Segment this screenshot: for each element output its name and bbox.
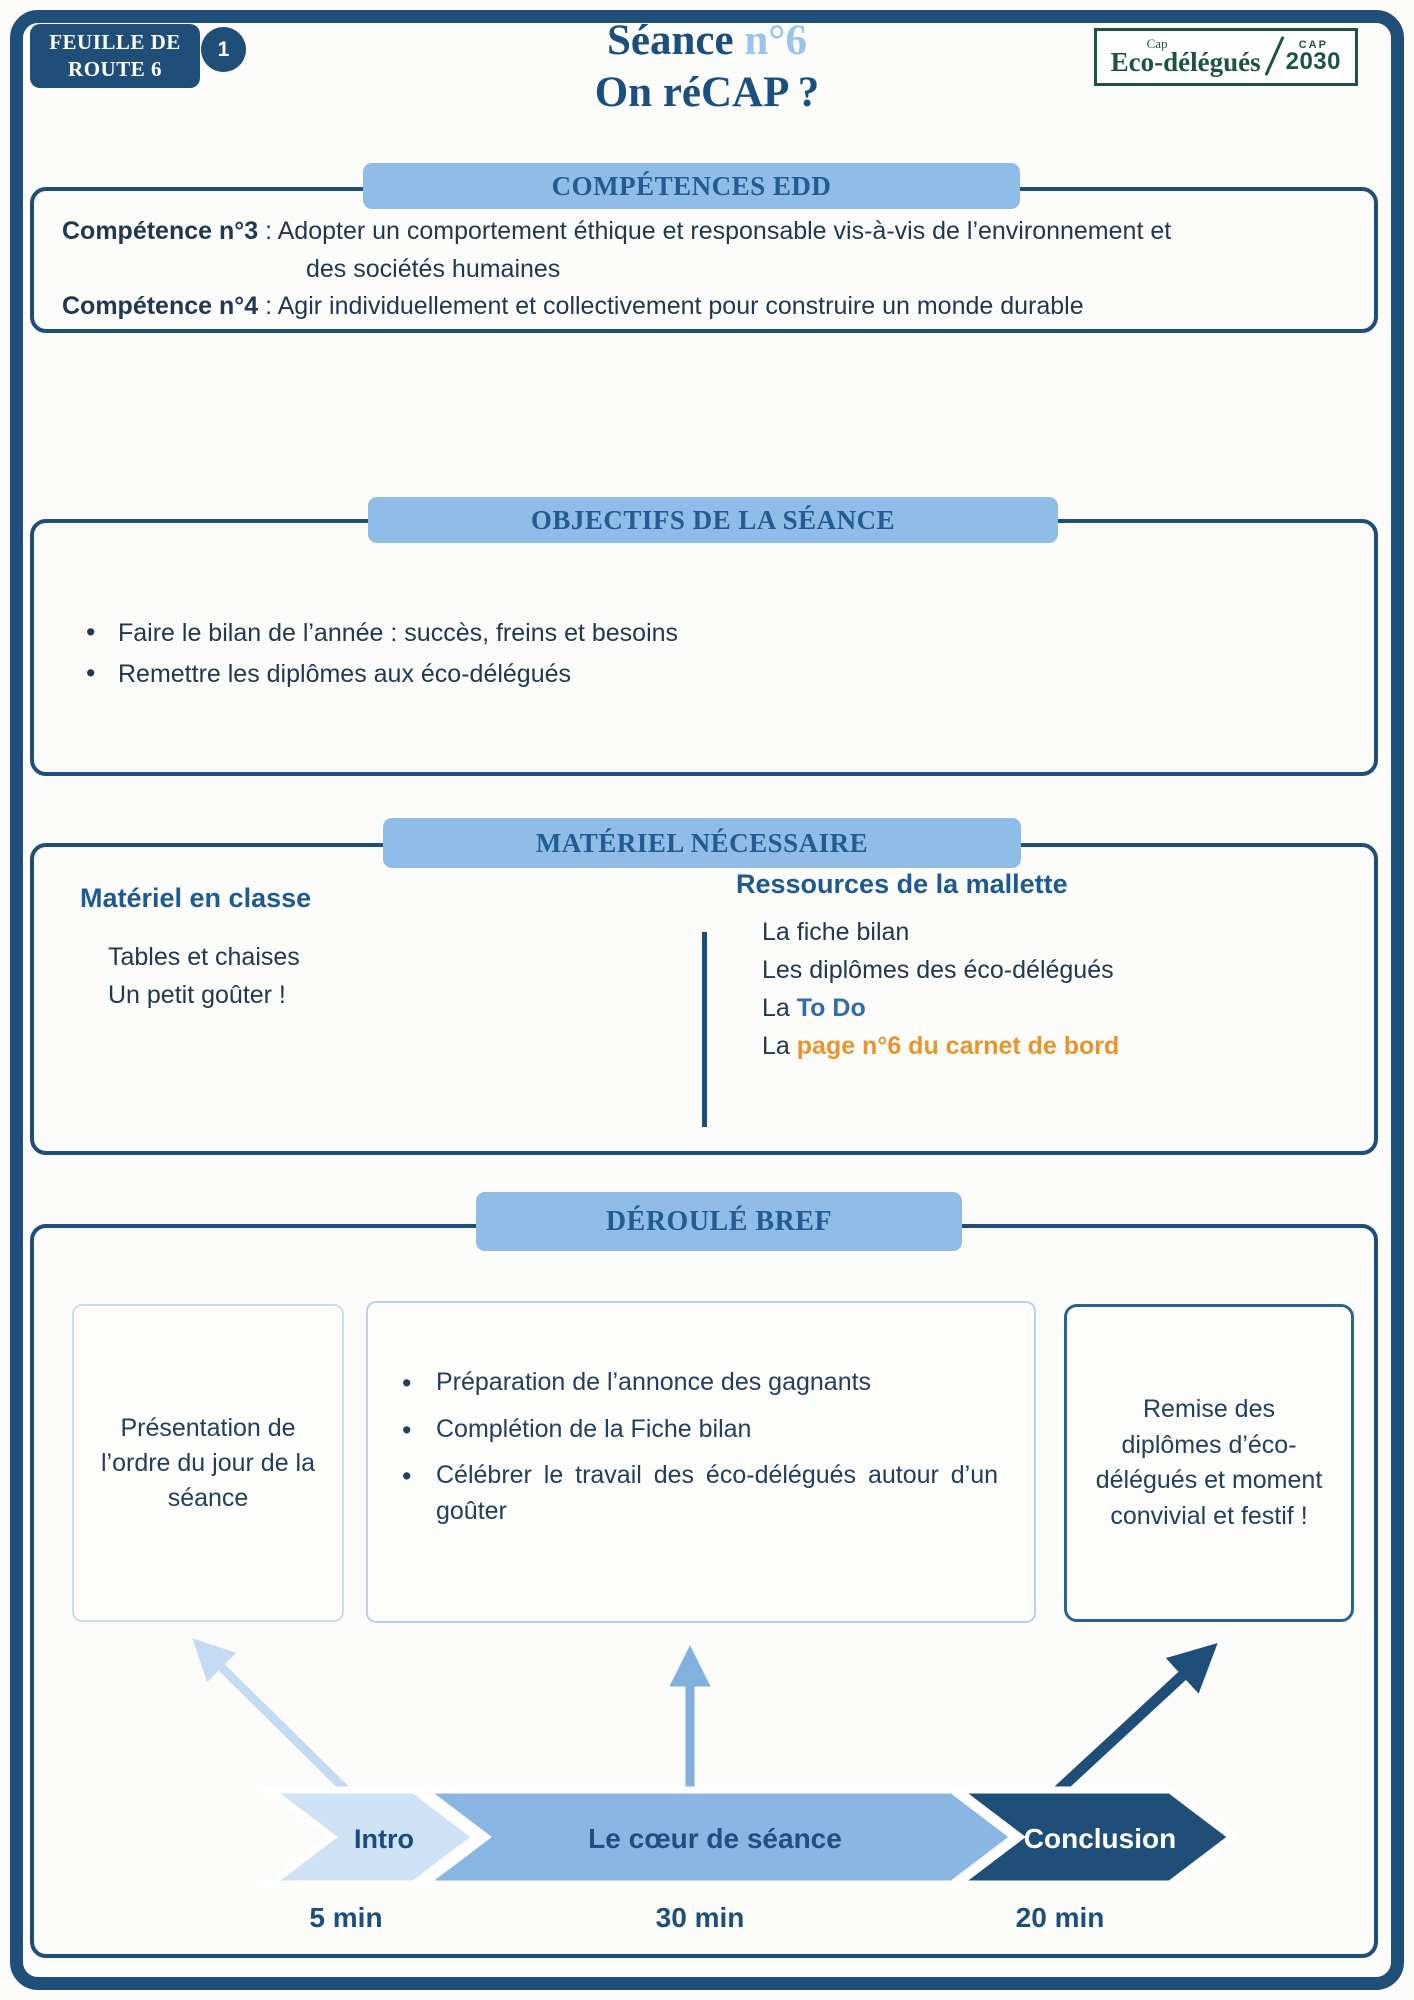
mallette-item-text: Les diplômes des éco-délégués [762,956,1114,984]
mallette-title: Ressources de la mallette [736,869,1068,899]
mallette-item-prefix: La [762,994,797,1022]
mallette-item-highlight-todo: To Do [796,994,866,1022]
materiel-classe-title: Matériel en classe [80,883,312,913]
materiel-classe-item: Tables et chaises [108,943,300,971]
section-header-competences: COMPÉTENCES EDD [363,163,1020,209]
cap-eco-delegues-logo: Cap Eco-délégués CAP 2030 [1093,28,1358,86]
page-title-line1: Séance n°6 [0,16,1414,65]
competence-3-separator: : [258,217,278,245]
deroule-step-intro-box: Présentation de l’ordre du jour de la sé… [72,1304,344,1622]
roadmap-badge: FEUILLE DE ROUTE 6 [30,24,200,88]
logo-cap2030-top: CAP [1298,38,1328,51]
logo-slash-divider [1264,36,1285,76]
title-session-number: n°6 [744,17,807,64]
competences-content: Compétence n°3 : Adopter un comportement… [34,191,1374,326]
timeline-duration-conclusion: 20 min [1015,1902,1105,1933]
mallette-item-highlight-carnet: page n°6 du carnet de bord [796,1032,1120,1060]
deroule-step-conclusion-box: Remise des diplômes d’éco-délégués et mo… [1064,1304,1354,1622]
materiel-column-divider [702,932,707,1127]
page-subtitle: On réCAP ? [594,69,820,116]
competence-3-text-line2: des sociétés humaines [306,254,561,283]
competence-4-separator: : [258,292,278,320]
deroule-coeur-list: Préparation de l’annonce des gagnants Co… [396,1364,998,1529]
deroule-coeur-item: Célébrer le travail des éco-délégués aut… [396,1457,998,1529]
title-prefix: Séance [607,17,745,64]
competence-4-label: Compétence n°4 [62,292,259,320]
page-title: Séance n°6 On réCAP ? [0,16,1414,117]
materiel-classe-items: Tables et chaises Un petit goûter ! [108,939,300,1014]
deroule-coeur-item: Préparation de l’annonce des gagnants [396,1364,998,1402]
mallette-item: La page n°6 du carnet de bord [762,1027,1119,1065]
mallette-item: Les diplômes des éco-délégués [762,951,1119,989]
competence-3-line: Compétence n°3 : Adopter un comportement… [62,213,1350,251]
competence-4-text: Agir individuellement et collectivement … [277,292,1084,320]
objectif-item: Faire le bilan de l’année : succès, frei… [78,617,1374,648]
deroule-step-coeur-box: Préparation de l’annonce des gagnants Co… [366,1301,1036,1623]
section-header-materiel: MATÉRIEL NÉCESSAIRE [383,818,1021,868]
competence-3-text: Adopter un comportement éthique et respo… [277,217,1172,245]
materiel-panel: Matériel en classe Tables et chaises Un … [30,843,1378,1155]
objectifs-list: Faire le bilan de l’année : succès, frei… [78,617,1374,689]
logo-name-text: Eco-délégués [1110,47,1261,77]
logo-left-block: Cap Eco-délégués [1111,36,1261,76]
deroule-panel: Présentation de l’ordre du jour de la sé… [30,1224,1378,1958]
logo-cap-text: Cap [1146,36,1168,51]
materiel-classe-item: Un petit goûter ! [108,980,286,1009]
timeline-duration-coeur: 30 min [655,1902,745,1933]
timeline-duration-intro: 5 min [309,1902,383,1933]
mallette-item-prefix: La [762,1032,797,1060]
logo-cap2030-year: 2030 [1285,47,1341,75]
objectif-item: Remettre les diplômes aux éco-délégués [78,658,1374,689]
roadmap-badge-line1: FEUILLE DE [49,29,181,54]
mallette-items: La fiche bilan Les diplômes des éco-délé… [762,913,1119,1065]
competence-3-label: Compétence n°3 [62,217,259,245]
deroule-coeur-item: Complétion de la Fiche bilan [396,1411,998,1449]
section-header-deroule: DÉROULÉ BREF [476,1192,962,1251]
objectifs-panel: Faire le bilan de l’année : succès, frei… [30,519,1378,776]
roadmap-badge-line2: ROUTE 6 [68,57,162,81]
page-number-badge: 1 [201,27,246,72]
logo-cap2030-block: CAP 2030 [1285,38,1341,75]
mallette-item: La fiche bilan [762,913,1119,951]
mallette-item-text: La fiche bilan [762,918,910,946]
competence-4-line: Compétence n°4 : Agir individuellement e… [62,288,1350,326]
mallette-item: La To Do [762,989,1119,1027]
section-header-objectifs: OBJECTIFS DE LA SÉANCE [368,497,1058,543]
